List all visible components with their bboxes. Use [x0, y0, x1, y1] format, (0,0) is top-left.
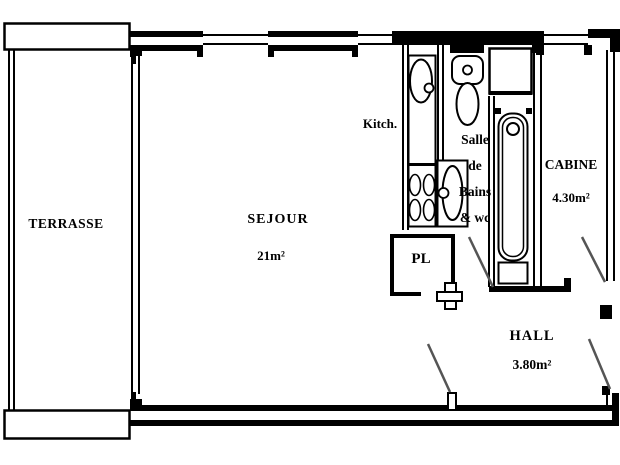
window: [203, 34, 268, 36]
bathroom-door-swing: [467, 236, 495, 288]
balcony-rail-bottom: [3, 409, 131, 440]
right-wall: [600, 50, 619, 426]
bathroom-label-line3: Bains: [458, 184, 492, 199]
bathtub-drain: [506, 122, 520, 136]
bathroom-label-line4: & wc: [459, 210, 491, 225]
cabine-area-label: 4.30m²: [552, 190, 590, 205]
bathtub-area: [488, 96, 571, 292]
toilet: [451, 55, 484, 126]
door-jamb: [600, 305, 612, 319]
window: [358, 34, 392, 36]
sejour-label: SEJOUR: [247, 212, 309, 227]
sink-drain: [423, 82, 435, 94]
bottom-wall: [130, 392, 619, 426]
closet-label: PL: [411, 251, 431, 267]
sejour-area-label: 21m²: [257, 248, 285, 263]
stove-burners: [408, 173, 436, 222]
closet-pl-structure: [390, 234, 463, 310]
toilet-button: [462, 64, 473, 76]
bath-shelf: [488, 47, 533, 95]
window: [544, 34, 588, 36]
kitchen-sink: [409, 58, 433, 104]
door-swings: [426, 236, 612, 393]
entrance-door-swing: [587, 338, 612, 390]
cabine-wall: [532, 45, 542, 287]
bathtub: [497, 112, 529, 262]
kitchen-bath-wall: [437, 45, 484, 161]
door-jamb: [602, 386, 610, 395]
cabine-label: CABINE: [544, 157, 598, 172]
cabine-door-swing: [580, 236, 607, 283]
kitchen-unit: [402, 45, 437, 230]
bath-sink-faucet: [437, 187, 450, 199]
hall-door-swing: [426, 343, 452, 393]
kitchen-label: Kitch.: [362, 116, 398, 131]
closet-outline: [390, 234, 455, 296]
hall-area-label: 3.80m²: [512, 357, 552, 372]
bathroom-label: Salle de Bains & wc: [442, 127, 508, 231]
door-jamb: [447, 392, 457, 411]
bathroom-label-line2: de: [468, 158, 482, 173]
bathroom-fixtures: [436, 47, 533, 228]
bathtub-step: [497, 261, 529, 285]
bathroom-label-line1: Salle: [461, 132, 489, 147]
balcony-rail-top: [3, 22, 131, 51]
hall-label: HALL: [509, 328, 555, 344]
toilet-bowl: [455, 82, 480, 126]
terrasse-label: TERRASSE: [28, 216, 104, 231]
top-wall: [130, 29, 620, 57]
